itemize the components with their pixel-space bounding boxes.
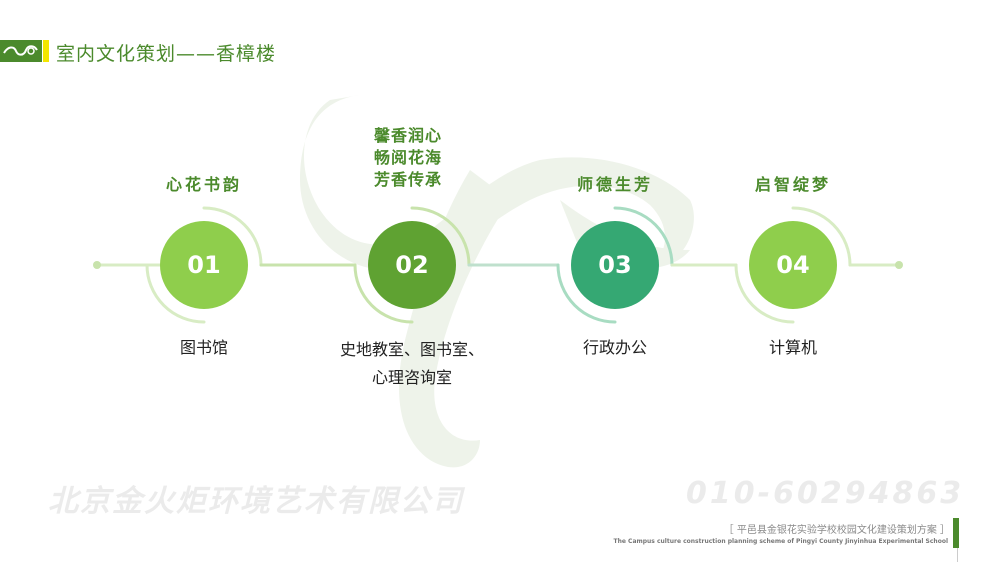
room-label-04: 计算机 bbox=[768, 338, 818, 357]
footer-title-cn: ［ 平邑县金银花实验学校校园文化建设策划方案 ］ bbox=[723, 525, 950, 536]
step-circle-01: 01 bbox=[160, 221, 248, 309]
phone-watermark: 010-60294863 bbox=[686, 476, 965, 511]
step-circle-03: 03 bbox=[571, 221, 659, 309]
step-number-02: 02 bbox=[395, 251, 429, 279]
room-label-02: 史地教室、图书室、 心理咨询室 bbox=[340, 336, 484, 392]
topic-label-02: 馨香润心 畅阅花海 芳香传承 bbox=[374, 125, 442, 191]
room-label-01: 图书馆 bbox=[179, 338, 229, 357]
room-label-03: 行政办公 bbox=[582, 338, 648, 357]
step-number-04: 04 bbox=[776, 251, 810, 279]
step-number-01: 01 bbox=[187, 251, 221, 279]
swirl-logo-icon bbox=[0, 40, 42, 62]
topic-line-02-3: 芳香传承 bbox=[373, 170, 443, 189]
room-line-02-2: 心理咨询室 bbox=[371, 368, 453, 387]
topic-label-03: 师德生芳 bbox=[576, 175, 654, 194]
topic-label-01: 心花书韵 bbox=[165, 175, 243, 194]
header-accent-bar bbox=[43, 40, 49, 62]
footer-divider bbox=[957, 548, 958, 562]
topic-line-02-2: 畅阅花海 bbox=[373, 148, 443, 167]
company-watermark: 北京金火炬环境艺术有限公司 bbox=[48, 484, 464, 519]
room-line-02-1: 史地教室、图书室、 bbox=[339, 340, 485, 359]
step-circle-02: 02 bbox=[368, 221, 456, 309]
footer-title-en: The Campus culture construction planning… bbox=[613, 538, 948, 545]
topic-label-04: 启智绽梦 bbox=[754, 175, 832, 194]
step-number-03: 03 bbox=[598, 251, 632, 279]
timeline-end-dot bbox=[895, 261, 903, 269]
step-circle-04: 04 bbox=[749, 221, 837, 309]
page-title: 室内文化策划——香樟楼 bbox=[56, 43, 277, 65]
topic-line-02-1: 馨香润心 bbox=[373, 126, 443, 145]
footer-accent-bar bbox=[953, 518, 959, 548]
timeline-start-dot bbox=[93, 261, 101, 269]
